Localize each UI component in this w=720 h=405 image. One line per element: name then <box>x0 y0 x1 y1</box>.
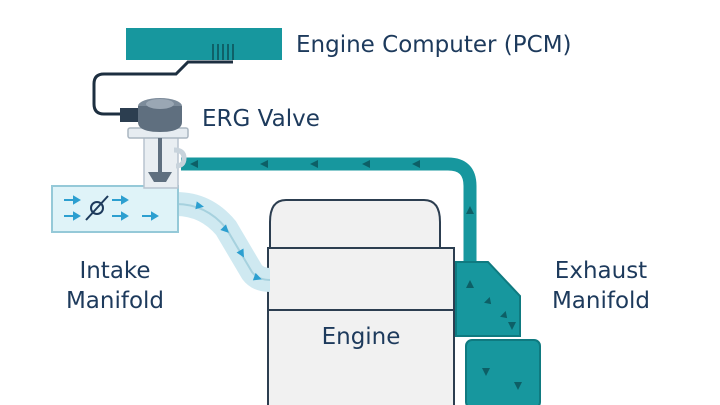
intake-label-line1: Intake <box>79 258 151 284</box>
flow-arrow-icon <box>362 160 370 168</box>
intake-manifold-label: Intake Manifold <box>50 256 180 316</box>
egr-return-tube <box>181 157 477 262</box>
intake-flow-arrows <box>64 195 159 221</box>
flow-arrow-icon <box>236 248 244 258</box>
flow-arrow-icon <box>195 201 204 210</box>
flow-arrow-icon <box>412 160 420 168</box>
flow-arrow-icon <box>482 368 490 376</box>
engine-body <box>267 247 455 405</box>
valve-cap-highlight <box>146 99 174 109</box>
exhaust-label-line1: Exhaust <box>554 258 648 284</box>
flow-arrow-icon <box>190 160 198 168</box>
tube-flow-arrows <box>190 160 474 214</box>
flow-arrow-icon <box>252 272 262 281</box>
runner-flow-arrows <box>195 201 262 281</box>
valve-label: ERG Valve <box>202 106 320 132</box>
control-wire <box>92 60 233 116</box>
exhaust-pipe <box>465 339 541 405</box>
exhaust-flow-arrows <box>466 280 522 390</box>
valve-pintle <box>148 172 172 182</box>
flow-arrow-icon <box>260 160 268 168</box>
pcm-connector-pins <box>212 44 234 60</box>
flow-arrow-icon <box>508 322 516 330</box>
flow-arrow-icon <box>514 382 522 390</box>
pcm-box <box>126 28 282 60</box>
throttle-valve-icon <box>85 195 109 221</box>
flow-arrow-icon <box>484 297 492 305</box>
valve-return-elbow <box>173 147 187 169</box>
pcm-label: Engine Computer (PCM) <box>296 32 572 58</box>
intake-runner <box>175 192 271 292</box>
flow-arrow-icon <box>220 224 229 233</box>
flow-arrow-icon <box>500 311 508 319</box>
valve-connector <box>120 108 138 122</box>
engine-block <box>269 199 441 251</box>
flow-arrow-icon <box>310 160 318 168</box>
engine-label: Engine <box>321 324 401 350</box>
valve-actuator <box>138 106 182 132</box>
intake-label-line2: Manifold <box>65 288 165 314</box>
exhaust-manifold-label: Exhaust Manifold <box>536 256 666 316</box>
intake-manifold-box <box>51 185 179 233</box>
intake-runner-outline <box>175 203 271 281</box>
flow-arrow-icon <box>466 206 474 214</box>
flow-arrow-icon <box>466 280 474 288</box>
exhaust-label-line2: Manifold <box>551 288 651 314</box>
